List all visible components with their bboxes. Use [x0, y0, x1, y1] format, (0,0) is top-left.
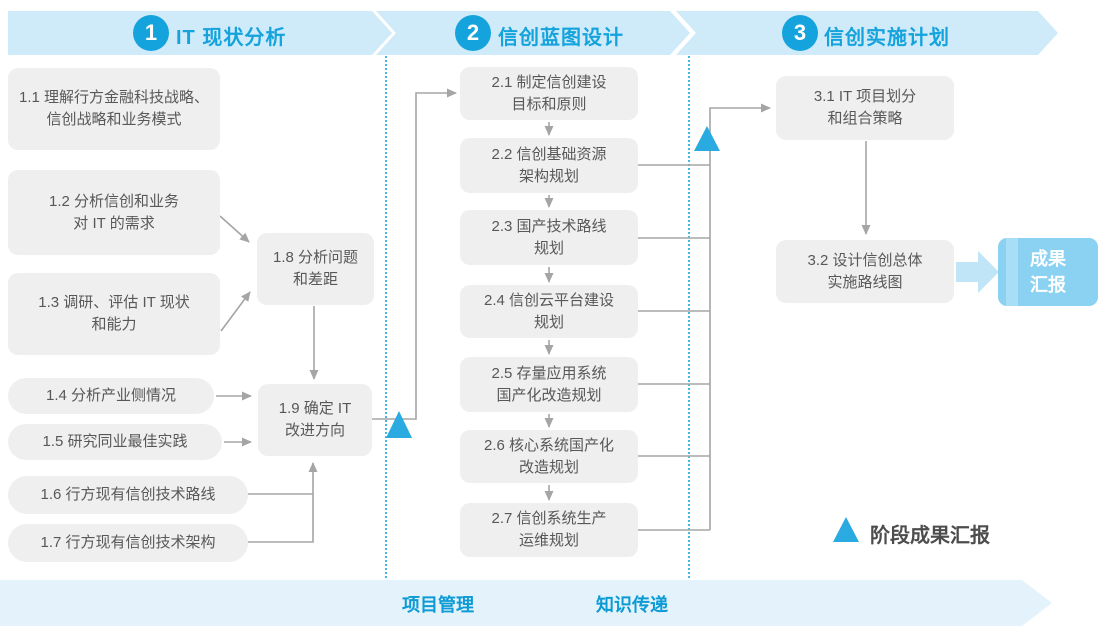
phase-3-band	[676, 11, 1058, 55]
step-1-7-box: 1.7 行方现有信创技术架构	[8, 524, 248, 562]
step-1-9-box: 1.9 确定 IT 改进方向	[258, 384, 372, 456]
step-2-1-box: 2.1 制定信创建设 目标和原则	[460, 67, 638, 120]
step-1-4-box: 1.4 分析产业侧情况	[8, 378, 214, 414]
phase-2-band	[376, 11, 690, 55]
step-2-5-box: 2.5 存量应用系统 国产化改造规划	[460, 357, 638, 412]
phase-1-badge: 1	[133, 15, 169, 51]
phase-separator-2	[688, 56, 690, 578]
step-2-6-box: 2.6 核心系统国产化 改造规划	[460, 430, 638, 483]
phase-3-badge: 3	[782, 15, 818, 51]
phase-separator-1	[385, 56, 387, 578]
step-1-6-box: 1.6 行方现有信创技术路线	[8, 476, 248, 514]
step-2-2-box: 2.2 信创基础资源 架构规划	[460, 138, 638, 193]
phase-2-title: 信创蓝图设计	[498, 27, 624, 49]
legend-label: 阶段成果汇报	[870, 525, 990, 547]
result-report-box: 成果 汇报	[998, 238, 1098, 306]
footer-label-project-management: 项目管理	[402, 595, 474, 615]
phase-1-title: IT 现状分析	[176, 27, 287, 49]
phase-2-badge: 2	[455, 15, 491, 51]
milestone-triangle-legend-icon	[833, 517, 859, 542]
step-3-2-box: 3.2 设计信创总体 实施路线图	[776, 240, 954, 303]
milestone-triangle-1-icon	[386, 411, 412, 438]
footer-label-knowledge-transfer: 知识传递	[596, 595, 668, 615]
step-1-5-box: 1.5 研究同业最佳实践	[8, 424, 222, 460]
step-2-3-box: 2.3 国产技术路线 规划	[460, 210, 638, 265]
step-2-7-box: 2.7 信创系统生产 运维规划	[460, 503, 638, 557]
step-1-1-box: 1.1 理解行方金融科技战略、 信创战略和业务模式	[8, 68, 220, 150]
result-arrow-icon	[956, 251, 999, 293]
phase-3-title: 信创实施计划	[824, 27, 950, 49]
footer-band	[0, 580, 1052, 626]
step-1-8-box: 1.8 分析问题 和差距	[257, 233, 374, 305]
milestone-triangle-2-icon	[694, 126, 720, 151]
phase-1-band	[8, 11, 392, 55]
step-1-2-box: 1.2 分析信创和业务 对 IT 的需求	[8, 170, 220, 255]
step-1-3-box: 1.3 调研、评估 IT 现状 和能力	[8, 273, 220, 355]
step-3-1-box: 3.1 IT 项目划分 和组合策略	[776, 76, 954, 140]
step-2-4-box: 2.4 信创云平台建设 规划	[460, 285, 638, 338]
